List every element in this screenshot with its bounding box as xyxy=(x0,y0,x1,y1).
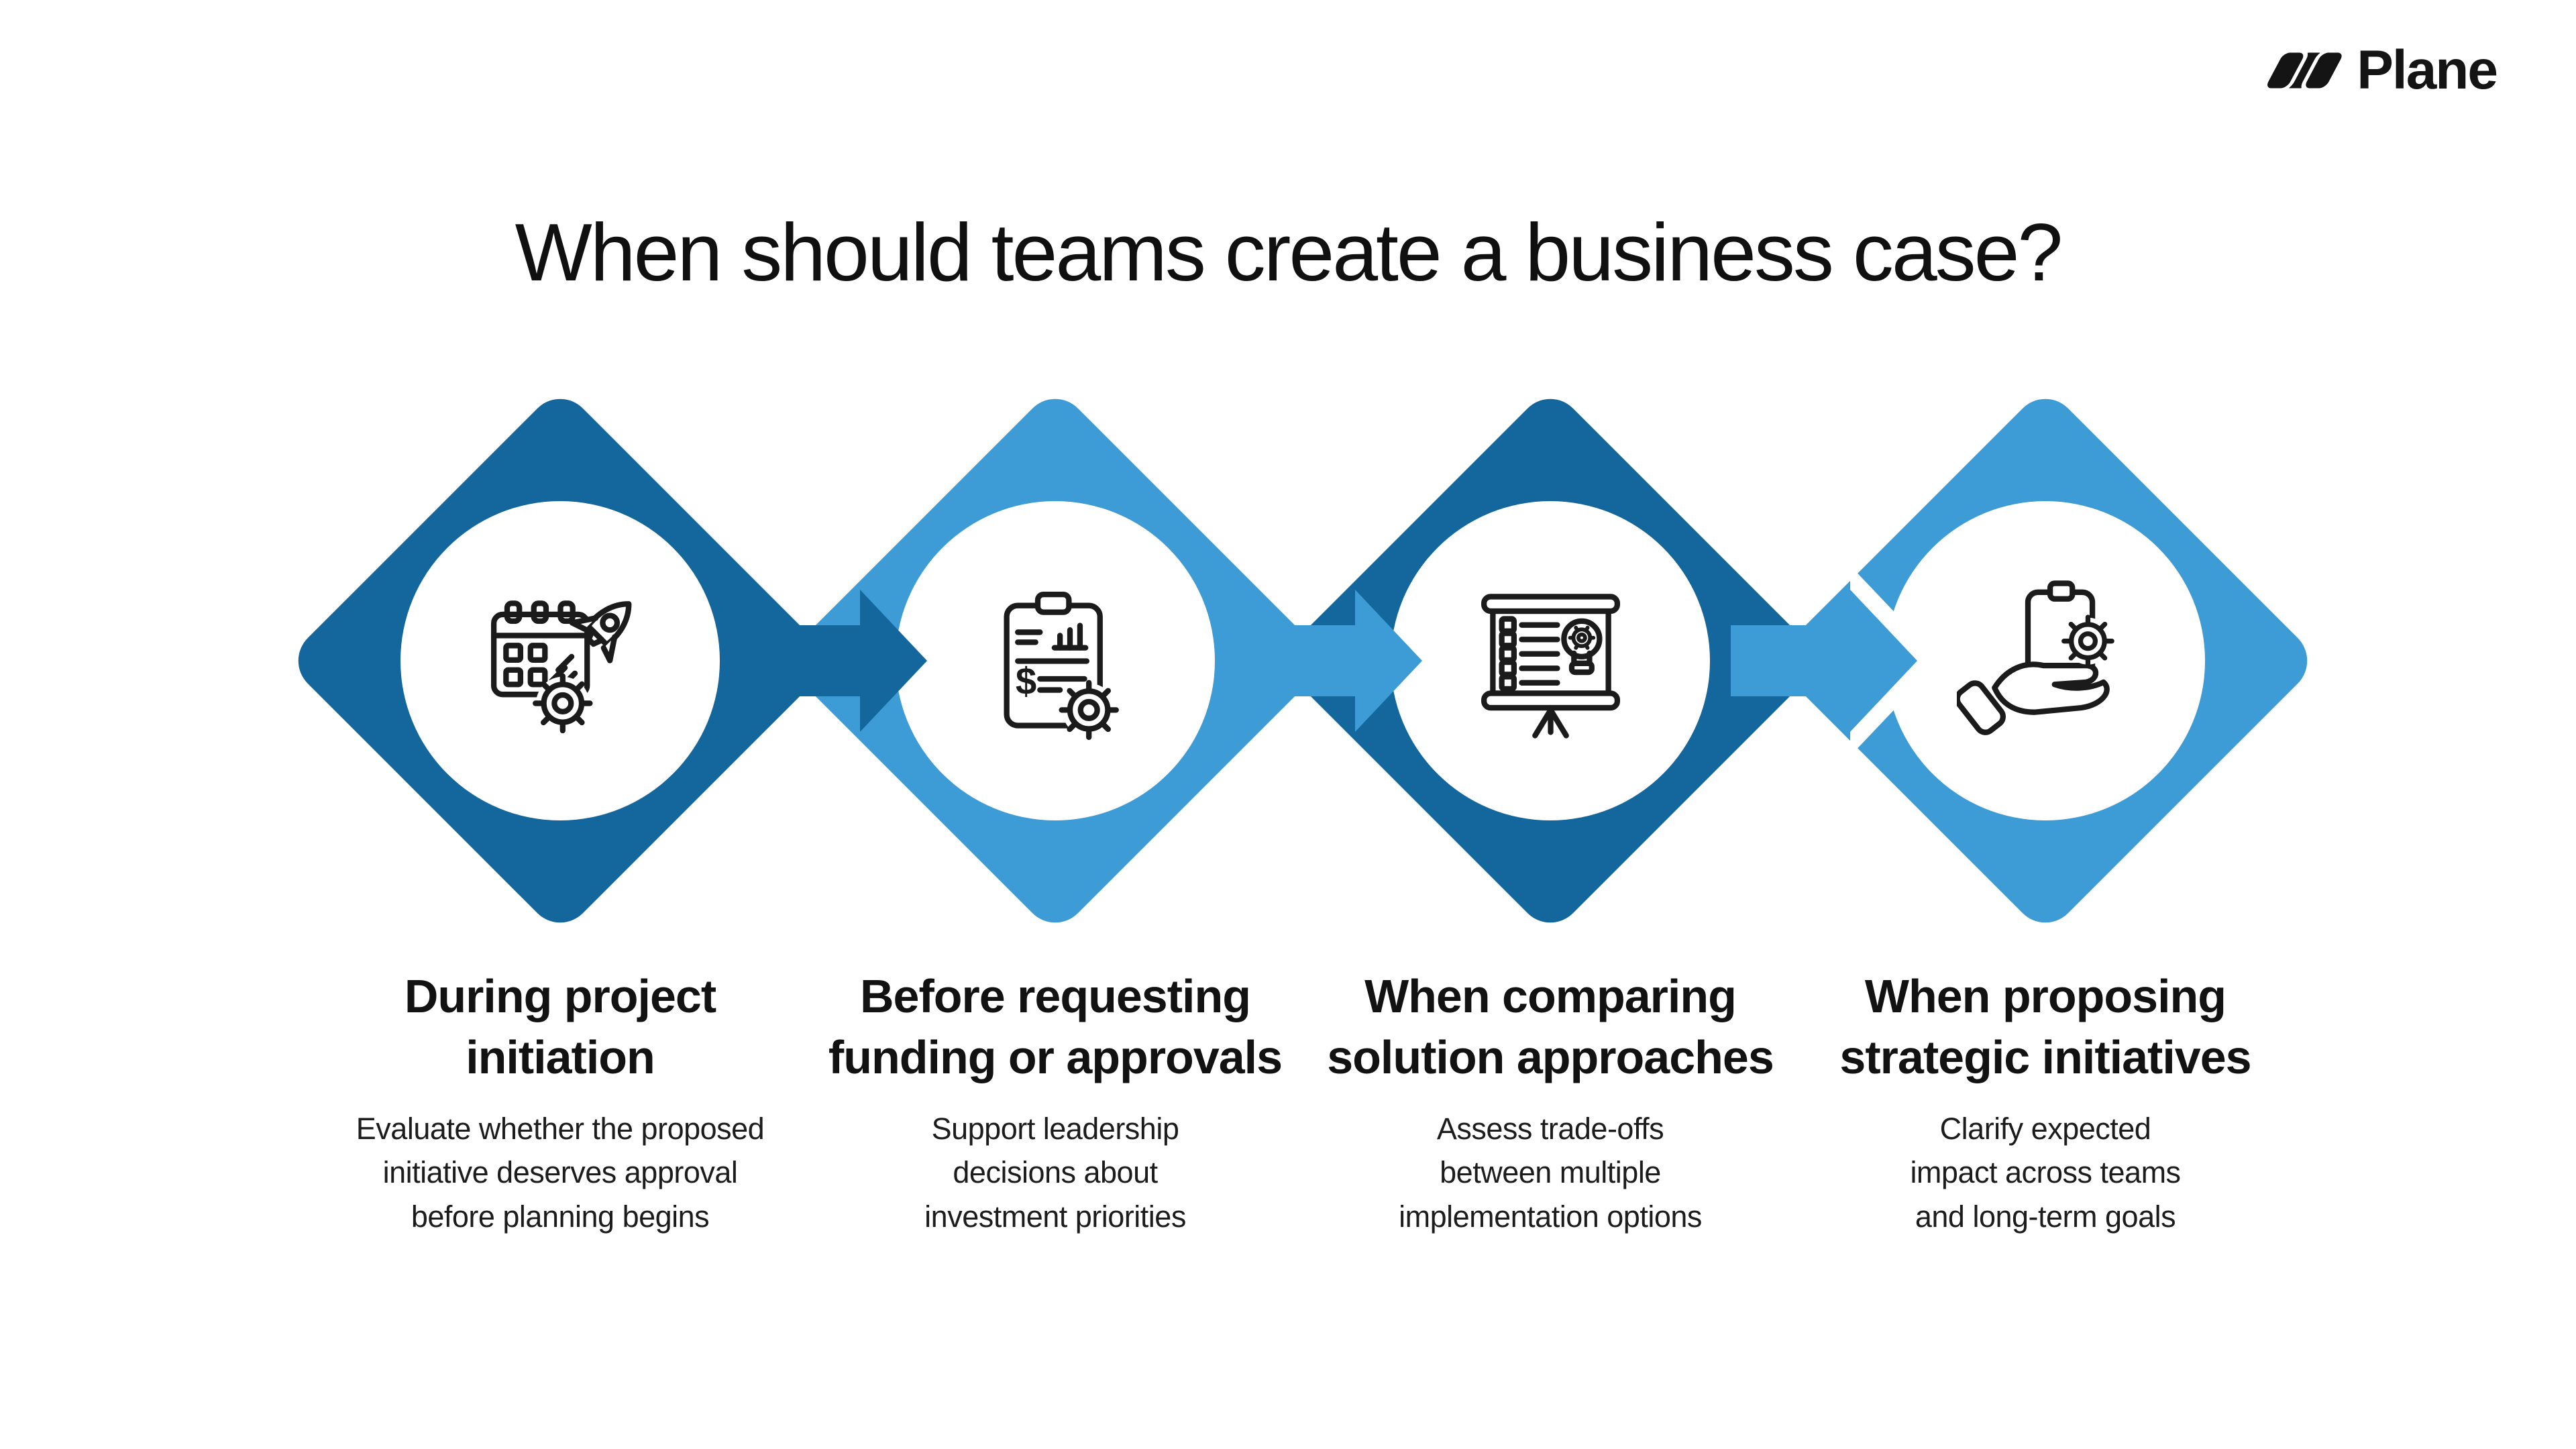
clipboard-budget-gear-icon: $ xyxy=(1003,591,1144,750)
step-2-text: Before requesting funding or approvals S… xyxy=(787,966,1324,1238)
flow-arrow-1 xyxy=(738,625,860,696)
step-3-heading: When comparing solution approaches xyxy=(1327,970,1774,1083)
step-3-circle xyxy=(1391,501,1710,820)
plane-logo: Plane xyxy=(2261,39,2498,102)
step-3-description: Assess trade-offs between multiple imple… xyxy=(1399,1112,1702,1234)
flow-arrow-2 xyxy=(1233,625,1355,696)
flow-arrow-2-head xyxy=(1355,590,1422,732)
hand-clipboard-gear-icon xyxy=(1956,580,2135,735)
step-4-circle xyxy=(1886,501,2205,820)
plane-logo-icon xyxy=(2263,48,2347,93)
step-4-text: When proposing strategic initiatives Cla… xyxy=(1777,966,2314,1238)
step-1-heading: During project initiation xyxy=(404,970,716,1083)
step-1-description: Evaluate whether the proposed initiative… xyxy=(356,1112,765,1234)
flow-arrow-3 xyxy=(1731,625,1850,696)
plane-logo-text: Plane xyxy=(2357,40,2498,101)
step-3-text: When comparing solution approaches Asses… xyxy=(1282,966,1819,1238)
step-4-description: Clarify expected impact across teams and… xyxy=(1910,1112,2181,1234)
step-1-text: During project initiation Evaluate wheth… xyxy=(292,966,828,1238)
flow-arrow-3-head xyxy=(1850,590,1917,732)
calendar-rocket-gear-icon xyxy=(490,600,631,750)
page-title: When should teams create a business case… xyxy=(515,207,2063,298)
flow-arrow-1-head xyxy=(860,590,927,732)
svg-text:$: $ xyxy=(1015,660,1036,702)
step-2-heading: Before requesting funding or approvals xyxy=(828,970,1283,1083)
presentation-options-icon xyxy=(1481,593,1620,739)
step-2-description: Support leadership decisions about inves… xyxy=(924,1112,1186,1234)
step-1-circle xyxy=(400,501,720,820)
step-2-circle: $ xyxy=(896,501,1215,820)
step-4-heading: When proposing strategic initiatives xyxy=(1839,970,2251,1083)
